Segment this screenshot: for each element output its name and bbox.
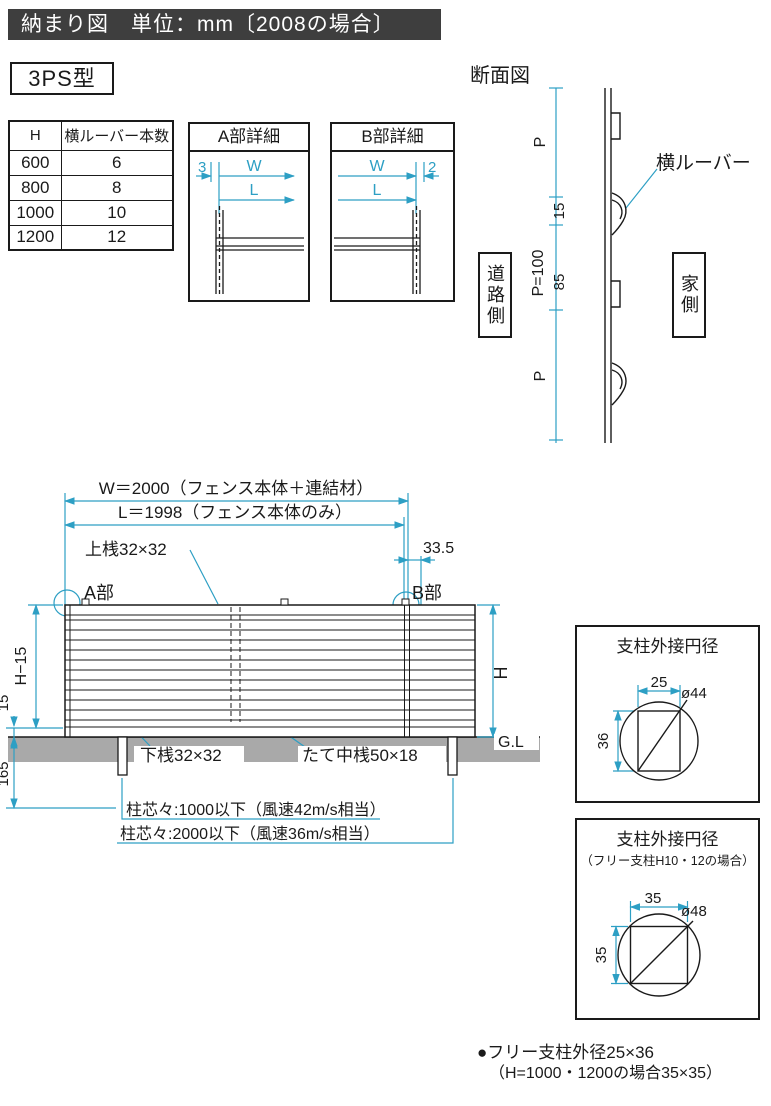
- road-side-box: 道路側: [478, 252, 512, 338]
- detail-b-dimensions: [338, 162, 439, 214]
- elevation-dim-15: 15: [0, 695, 12, 712]
- cell-h: 600: [8, 149, 62, 176]
- detail-a-drawing: 3 W L: [196, 158, 304, 294]
- post-detail-2-dim-height: 35: [593, 947, 610, 964]
- post-pitch-2-label: 柱芯々:2000以下（風速36m/s相当）: [120, 825, 380, 843]
- post-detail-2-shape: [617, 913, 701, 997]
- section-dim-85: 85: [551, 274, 568, 291]
- table-row: 1200 12: [8, 224, 174, 251]
- table-row: 600 6: [8, 149, 174, 176]
- post-detail-1-title: 支柱外接円径: [616, 637, 719, 656]
- post-detail-2-drawing: 35 ø48 35: [593, 890, 707, 997]
- cell-h: 1200: [8, 224, 62, 251]
- post-detail-2-dimensions: [611, 901, 689, 985]
- top-rail-label: 上桟32×32: [85, 540, 167, 559]
- detail-b-dim-offset: 2: [428, 159, 436, 176]
- section-dimension-lines: [549, 87, 658, 443]
- detail-a-joint: [215, 206, 304, 294]
- section-dim-15: 15: [551, 203, 568, 220]
- post-detail-1-dim-height: 36: [595, 733, 612, 750]
- center-rail-label: たて中桟50×18: [302, 746, 418, 765]
- post-detail-1-dim-dia: ø44: [681, 685, 707, 702]
- elevation-drawing: W＝2000（フェンス本体＋連結材） L＝1998（フェンス本体のみ） 上桟32…: [0, 479, 540, 844]
- cell-count: 12: [60, 224, 174, 251]
- part-b-label: B部: [412, 583, 442, 603]
- spec-table: H 横ルーバー本数 600 6 800 8 1000 10 1200 12: [8, 120, 174, 251]
- fence-body: [64, 598, 476, 776]
- section-drawing: P 15 P=100 85 P: [530, 87, 658, 443]
- spec-table-header-h: H: [8, 120, 62, 151]
- cell-count: 6: [60, 149, 174, 176]
- elevation-labels: W＝2000（フェンス本体＋連結材） L＝1998（フェンス本体のみ） 上桟32…: [0, 479, 539, 843]
- footnote-line-2: （H=1000・1200の場合35×35）: [489, 1065, 723, 1082]
- elevation-dim-h-minus-15: H−15: [13, 647, 30, 686]
- footnote-line-1: ●フリー支柱外径25×36: [477, 1043, 655, 1062]
- house-side-box: 家側: [672, 252, 706, 338]
- ground-level-label: G.L: [498, 734, 524, 751]
- section-post-and-louvers: [604, 88, 627, 443]
- post-detail-2-dim-width: 35: [645, 890, 662, 907]
- post-detail-1-dimensions: [613, 685, 682, 773]
- elevation-dim-165: 165: [0, 761, 12, 786]
- table-row: 1000 10: [8, 199, 174, 226]
- post-detail-2-title: 支柱外接円径: [616, 830, 719, 849]
- post-detail-1-drawing: 25 ø44 36: [595, 674, 707, 781]
- section-dim-p-top: P: [532, 137, 549, 148]
- post-detail-2-box: 支柱外接円径 （フリー支柱H10・12の場合） 35 ø48 35: [575, 818, 760, 1020]
- elevation-dim-33-5: 33.5: [423, 540, 454, 557]
- part-a-label: A部: [84, 583, 114, 603]
- post-right: [447, 736, 458, 776]
- cell-count: 8: [60, 174, 174, 201]
- elevation-dim-l: L＝1998（フェンス本体のみ）: [118, 503, 352, 522]
- house-side-label: 家側: [679, 274, 699, 316]
- detail-b-drawing: W 2 L: [334, 158, 439, 294]
- section-dim-p-bottom: P: [532, 371, 549, 382]
- detail-a-dim-w: W: [246, 158, 262, 175]
- model-label: 3PS型: [10, 62, 114, 95]
- section-view-title: 断面図: [470, 65, 530, 87]
- detail-b-joint: [334, 206, 421, 294]
- detail-a-dim-l: L: [250, 182, 259, 199]
- louver-label: 横ルーバー: [656, 153, 751, 174]
- post-detail-2-dim-dia: ø48: [681, 903, 707, 920]
- elevation-dim-h: H: [491, 667, 511, 680]
- cell-h: 1000: [8, 199, 62, 226]
- detail-b-title: B部詳細: [332, 124, 453, 152]
- post-detail-1-box: 支柱外接円径 25 ø44 36: [575, 625, 760, 803]
- detail-a-dim-offset: 3: [198, 159, 206, 176]
- post-detail-2-subtitle: （フリー支柱H10・12の場合）: [580, 854, 755, 868]
- post-left: [117, 736, 128, 776]
- detail-b-box: B部詳細 W 2 L: [330, 122, 455, 302]
- detail-b-dim-l: L: [373, 182, 382, 199]
- post-detail-1-dim-width: 25: [651, 674, 668, 691]
- elevation-dimension-lines: [6, 493, 500, 844]
- detail-b-dim-w: W: [369, 158, 385, 175]
- spec-table-header-count: 横ルーバー本数: [60, 120, 174, 151]
- spec-table-header-row: H 横ルーバー本数: [8, 120, 174, 151]
- detail-a-title: A部詳細: [190, 124, 308, 152]
- bottom-rail-label: 下桟32×32: [140, 746, 222, 765]
- page-title: 納まり図 単位：mm〔2008の場合〕: [8, 9, 441, 40]
- table-row: 800 8: [8, 174, 174, 201]
- cell-h: 800: [8, 174, 62, 201]
- detail-a-box: A部詳細 3 W L: [188, 122, 310, 302]
- post-detail-1-shape: [619, 699, 699, 781]
- elevation-dim-w: W＝2000（フェンス本体＋連結材）: [99, 479, 374, 498]
- cell-count: 10: [60, 199, 174, 226]
- section-dim-p100: P=100: [530, 250, 547, 297]
- post-pitch-1-label: 柱芯々:1000以下（風速42m/s相当）: [126, 801, 386, 819]
- road-side-label: 道路側: [485, 263, 505, 327]
- ground: [8, 736, 540, 762]
- detail-a-dimensions: [196, 162, 296, 214]
